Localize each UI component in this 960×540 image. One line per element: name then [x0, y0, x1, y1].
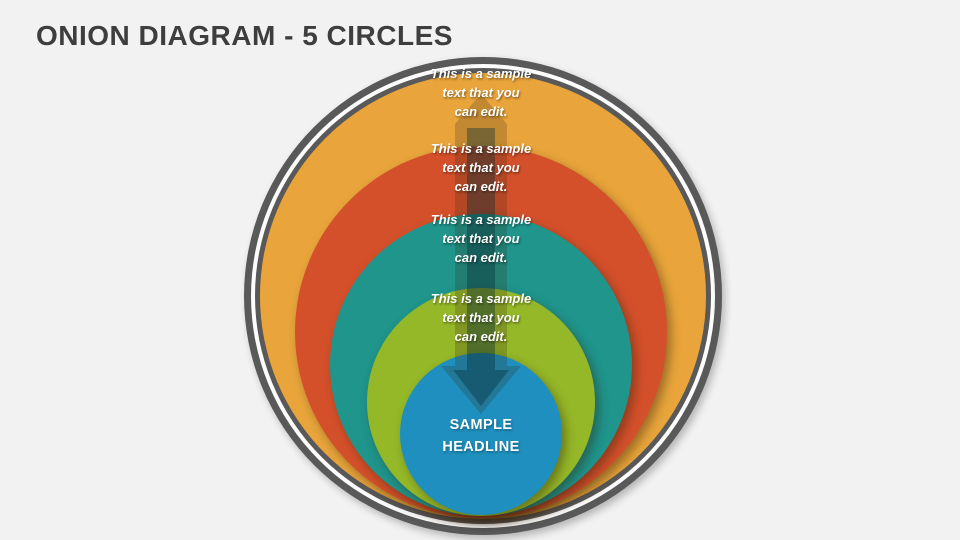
- ring-4-label-line: can edit.: [454, 329, 508, 344]
- ring-2-label-line: text that you: [442, 160, 520, 175]
- core-headline-line: HEADLINE: [442, 439, 520, 455]
- ring-3-label: This is a sample text that you can edit.: [381, 210, 581, 267]
- core-headline: SAMPLE HEADLINE: [381, 414, 581, 458]
- ring-3-label-line: can edit.: [454, 250, 508, 265]
- ring-2-label-line: This is a sample: [430, 141, 532, 156]
- ring-2-label: This is a sample text that you can edit.: [381, 139, 581, 196]
- ring-1-label-line: This is a sample: [430, 66, 532, 81]
- ring-2-label-line: can edit.: [454, 179, 508, 194]
- ring-1-label: This is a sample text that you can edit.: [381, 64, 581, 121]
- slide-title: ONION DIAGRAM - 5 CIRCLES: [36, 20, 453, 51]
- ring-1-label-line: text that you: [442, 85, 520, 100]
- ring-3-label-line: text that you: [442, 231, 520, 246]
- ring-4-label-line: This is a sample: [430, 291, 532, 306]
- core-circle: [400, 353, 562, 515]
- ring-3-label-line: This is a sample: [430, 212, 532, 227]
- ring-1-label-line: can edit.: [454, 104, 508, 119]
- ring-4-label-line: text that you: [442, 310, 520, 325]
- core-headline-line: SAMPLE: [449, 417, 513, 433]
- ring-4-label: This is a sample text that you can edit.: [381, 289, 581, 346]
